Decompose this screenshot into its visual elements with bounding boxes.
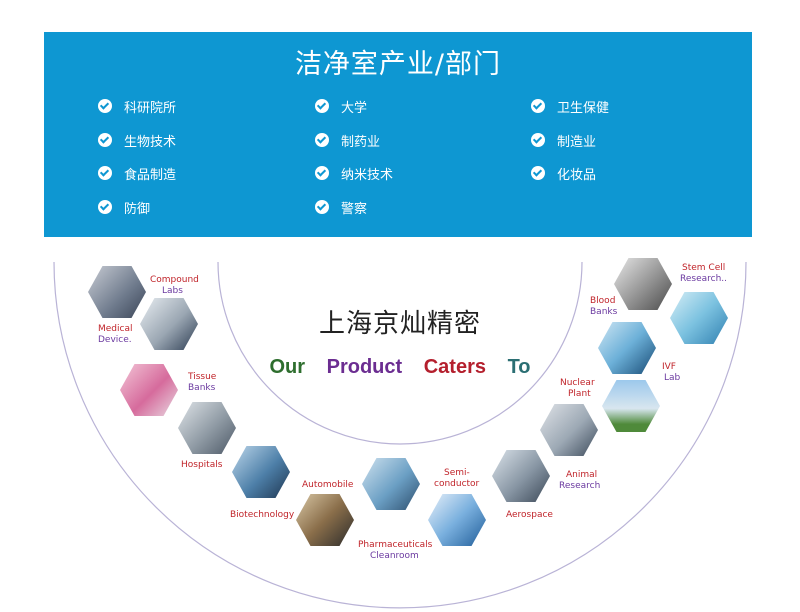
- nuclear-plant-photo: [602, 380, 660, 432]
- industry-item: 食品制造: [98, 163, 176, 183]
- industry-item: 化妆品: [531, 163, 596, 183]
- label-aerospace: Aerospace: [506, 510, 553, 520]
- industry-item: 防御: [98, 197, 150, 217]
- label-stem-research: Research..: [680, 274, 728, 284]
- label-conductor: conductor: [434, 479, 480, 489]
- industry-item: 生物技术: [98, 130, 176, 150]
- industry-item: 纳米技术: [315, 163, 393, 183]
- label-biotechnology: Biotechnology: [230, 510, 295, 520]
- inner-arc: [217, 261, 583, 445]
- panel-title: 洁净室产业/部门: [294, 49, 502, 80]
- label-labs: Labs: [162, 286, 183, 296]
- check-icon: [315, 99, 329, 113]
- stem-cell-photo: [670, 292, 728, 344]
- label-automobile: Automobile: [302, 480, 354, 490]
- tagline-word: Our: [269, 356, 306, 378]
- blood-banks-photo: [614, 258, 672, 310]
- label-cleanroom: Cleanroom: [370, 551, 419, 561]
- check-icon: [315, 166, 329, 180]
- label-nuclear: Nuclear: [560, 378, 595, 388]
- check-icon: [98, 166, 112, 180]
- check-icon: [531, 99, 545, 113]
- check-icon: [531, 133, 545, 147]
- industry-item: 大学: [315, 96, 367, 116]
- label-compound: Compound: [150, 275, 199, 285]
- tagline-word: To: [507, 356, 531, 378]
- check-icon: [315, 133, 329, 147]
- label-pharmaceuticals: Pharmaceuticals: [358, 540, 433, 550]
- label-lab: Lab: [664, 373, 681, 383]
- industry-item: 科研院所: [98, 96, 176, 116]
- outer-arc: [53, 261, 747, 609]
- industry-item: 制造业: [531, 130, 596, 150]
- label-animal: Animal: [566, 470, 598, 480]
- label-stem-cell: Stem Cell: [682, 263, 726, 273]
- label-research: Research: [559, 481, 601, 491]
- label-ivf: IVF: [662, 362, 676, 372]
- label-hospitals: Hospitals: [181, 460, 223, 470]
- check-icon: [315, 200, 329, 214]
- check-icon: [98, 99, 112, 113]
- label-tissue: Tissue: [188, 372, 217, 382]
- industry-panel: 洁净室产业/部门 科研院所 大学 卫生保健 生物技术 制药业 制造业 食品制造 …: [44, 32, 752, 237]
- label-semi: Semi-: [444, 468, 470, 478]
- industry-item: 卫生保健: [531, 96, 609, 116]
- ivf-lab-photo: [598, 322, 656, 374]
- industry-item: 警察: [315, 197, 367, 217]
- label-banks: Banks: [188, 383, 216, 393]
- tagline: Our Product Caters To: [0, 356, 800, 379]
- animal-research-photo: [540, 404, 598, 456]
- tagline-word: Caters: [423, 356, 486, 378]
- check-icon: [98, 200, 112, 214]
- industry-item: 制药业: [315, 130, 380, 150]
- label-medical: Medical: [98, 324, 133, 334]
- check-icon: [98, 133, 112, 147]
- label-plant: Plant: [568, 389, 591, 399]
- tagline-word: Product: [326, 356, 403, 378]
- label-blood-banks: Banks: [590, 307, 618, 317]
- check-icon: [531, 166, 545, 180]
- label-device: Device.: [98, 335, 132, 345]
- brand-name: 上海京灿精密: [318, 309, 481, 339]
- label-blood: Blood: [590, 296, 616, 306]
